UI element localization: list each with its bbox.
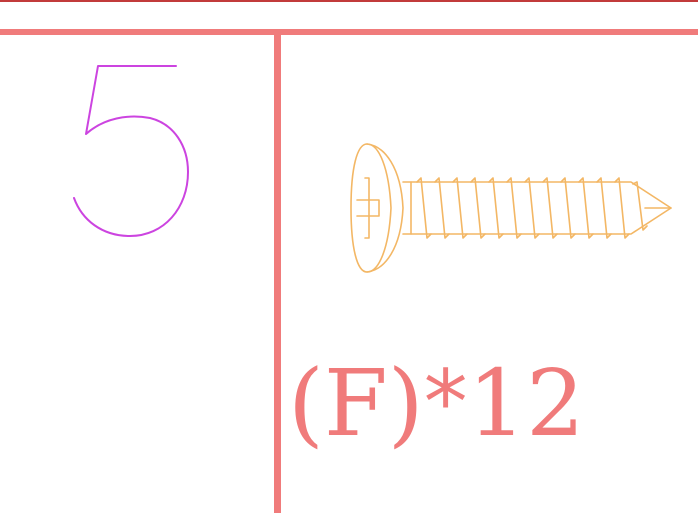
step-number: 5 xyxy=(70,62,194,240)
part-quantity: 12 xyxy=(467,350,585,457)
column-divider xyxy=(274,35,281,513)
part-quantity-label: (F)*12 xyxy=(288,358,585,450)
step-number-glyph xyxy=(73,65,189,237)
header-border-line xyxy=(0,29,698,35)
part-letter: (F) xyxy=(288,350,424,457)
top-border-line xyxy=(0,0,698,2)
pan-head-screw-icon xyxy=(350,143,672,273)
multiplier-symbol: * xyxy=(423,351,468,454)
